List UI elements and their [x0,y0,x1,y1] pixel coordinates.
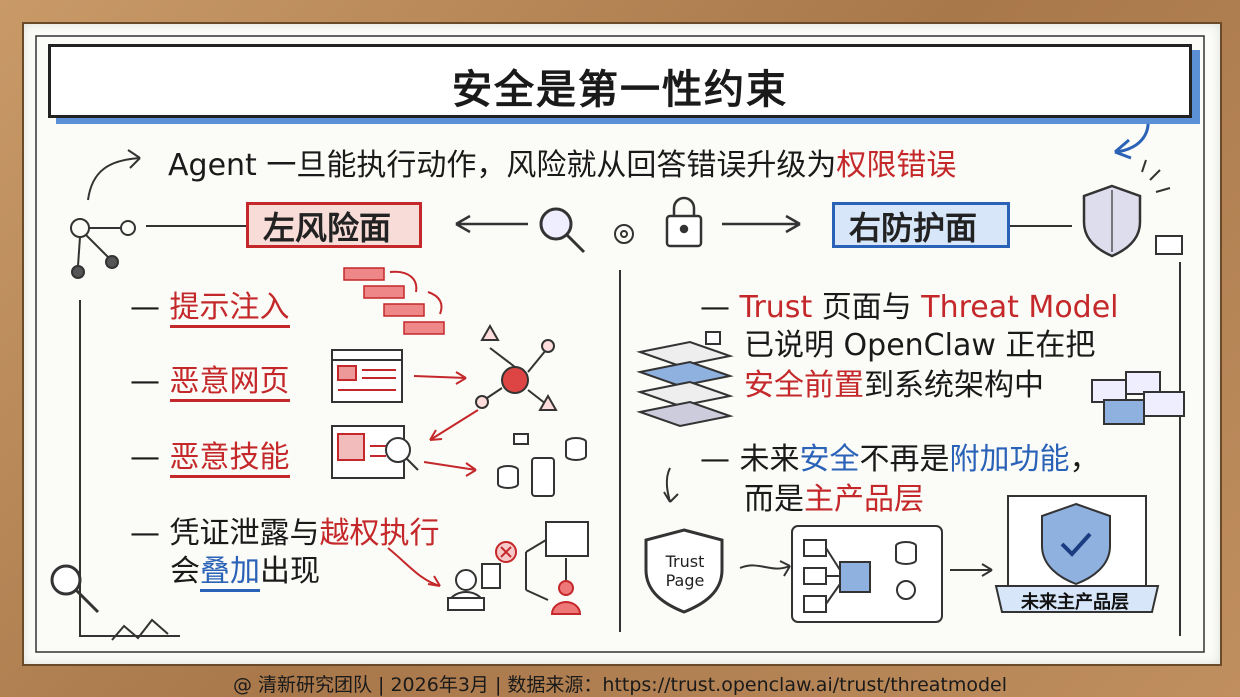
risk-item-label: 提示注入 [169,290,290,328]
malware-network-icon [475,323,558,411]
threat-model-word: Threat Model [921,290,1119,325]
arrow-right-icon [722,214,801,234]
profile-card-icon [545,521,589,557]
risk-item4-red: 越权执行 [319,516,440,551]
subtitle-highlight: 权限错误 [836,148,957,183]
curve-arrow-left-icon [87,157,141,201]
lock-icon [665,196,703,248]
monitor-icon [1155,235,1183,255]
trust-page-shield-icon [644,528,724,614]
addon-word: 附加功能 [949,442,1070,477]
trust-word: Trust [739,290,813,325]
network-nodes-icon [70,218,136,279]
left-risk-label: 左风险面 [246,202,422,248]
risk-item4-part1: 凭证泄露与 [169,516,320,551]
banner-label: 未来主产品层 [1021,592,1129,613]
risk-item: — 恶意技能 [130,432,290,478]
flow-diagram-icon [791,525,943,623]
blocks-icon [1091,371,1185,425]
person-laptop-icon [446,563,501,611]
left-bracket [79,300,180,637]
layer-stack-icon [636,331,734,428]
footer-source: @ 清新研究团队 | 2026年3月 | 数据来源：https://trust.… [232,674,1008,696]
defense-text: 未来 [739,442,800,477]
magnifier-icon [539,207,586,254]
security-word: 安全 [799,442,860,477]
defense-point-1: — Trust 页面与 Threat Model [700,290,1119,325]
product-layer-shield-icon [1007,495,1147,589]
defense-text: 页面与 [812,290,922,325]
risk-item-label: 恶意网页 [169,364,290,402]
defense-text: 而是 [744,482,804,517]
magnifier-small-icon [50,564,100,614]
arrow-left-icon [455,214,528,234]
subtitle: Agent 一旦能执行动作，风险就从回答错误升级为权限错误 [168,140,956,184]
product-layer-word: 主产品层 [804,482,924,517]
defense-point-1-line2: 已说明 OpenClaw 正在把 [744,328,1096,363]
defense-text: 不再是 [859,442,950,477]
risk-item-label: 恶意技能 [169,440,290,478]
title-box: 安全是第一性约束 [48,44,1192,118]
trust-page-label: Trust Page [665,552,705,590]
risk-item: — 提示注入 [130,282,290,328]
defense-point-2: — 未来安全不再是附加功能， [700,442,1100,477]
security-front-word: 安全前置 [744,368,864,403]
shield-icon [1082,184,1142,258]
user-red-icon [550,580,582,615]
banner-ribbon [994,585,1160,613]
inner-border [35,35,1205,653]
right-defense-label: 右防护面 [832,202,1010,248]
risk-item: — 凭证泄露与越权执行 [130,516,440,551]
trend-line-icon [111,618,169,641]
gear-icon [614,224,634,244]
database-phone-icon [497,433,587,497]
subtitle-text: Agent 一旦能执行动作，风险就从回答错误升级为 [168,148,837,183]
risk-item4-pre: 会 [170,554,200,589]
risk-item4-post: 出现 [260,554,320,589]
defense-text: ， [1069,442,1100,477]
risk-item4-blue: 叠加 [200,554,260,592]
stairs-icon [343,267,445,335]
defense-text: 到系统架构中 [864,368,1044,403]
malicious-skill-icon [331,425,419,479]
defense-point-1-line3: 安全前置到系统架构中 [744,360,1044,404]
risk-item4-line2: 会叠加出现 [170,546,320,592]
webpage-icon [331,349,403,403]
risk-item: — 恶意网页 [130,356,290,402]
defense-point-2-line2: 而是主产品层 [744,474,924,518]
page-title: 安全是第一性约束 [452,67,788,113]
